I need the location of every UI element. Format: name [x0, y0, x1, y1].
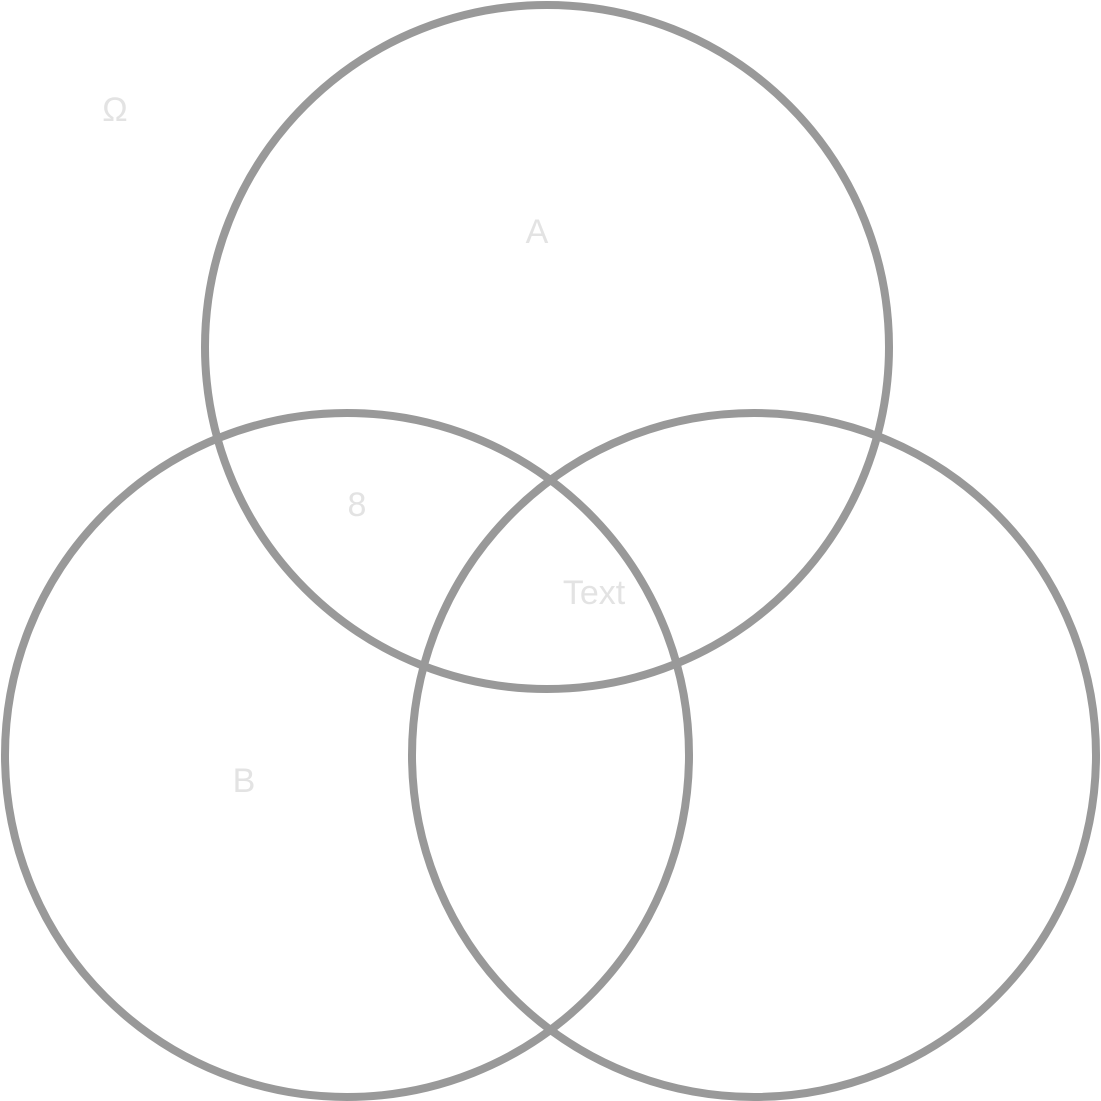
set-circle-left	[1, 409, 693, 1101]
set-a-label: A	[526, 213, 549, 251]
set-circle-top	[201, 1, 893, 693]
set-circle-right	[408, 409, 1100, 1101]
center-text-label: Text	[563, 574, 626, 612]
universe-label: Ω	[102, 91, 127, 129]
set-b-label: B	[233, 762, 256, 800]
region-8-label: 8	[348, 486, 367, 524]
